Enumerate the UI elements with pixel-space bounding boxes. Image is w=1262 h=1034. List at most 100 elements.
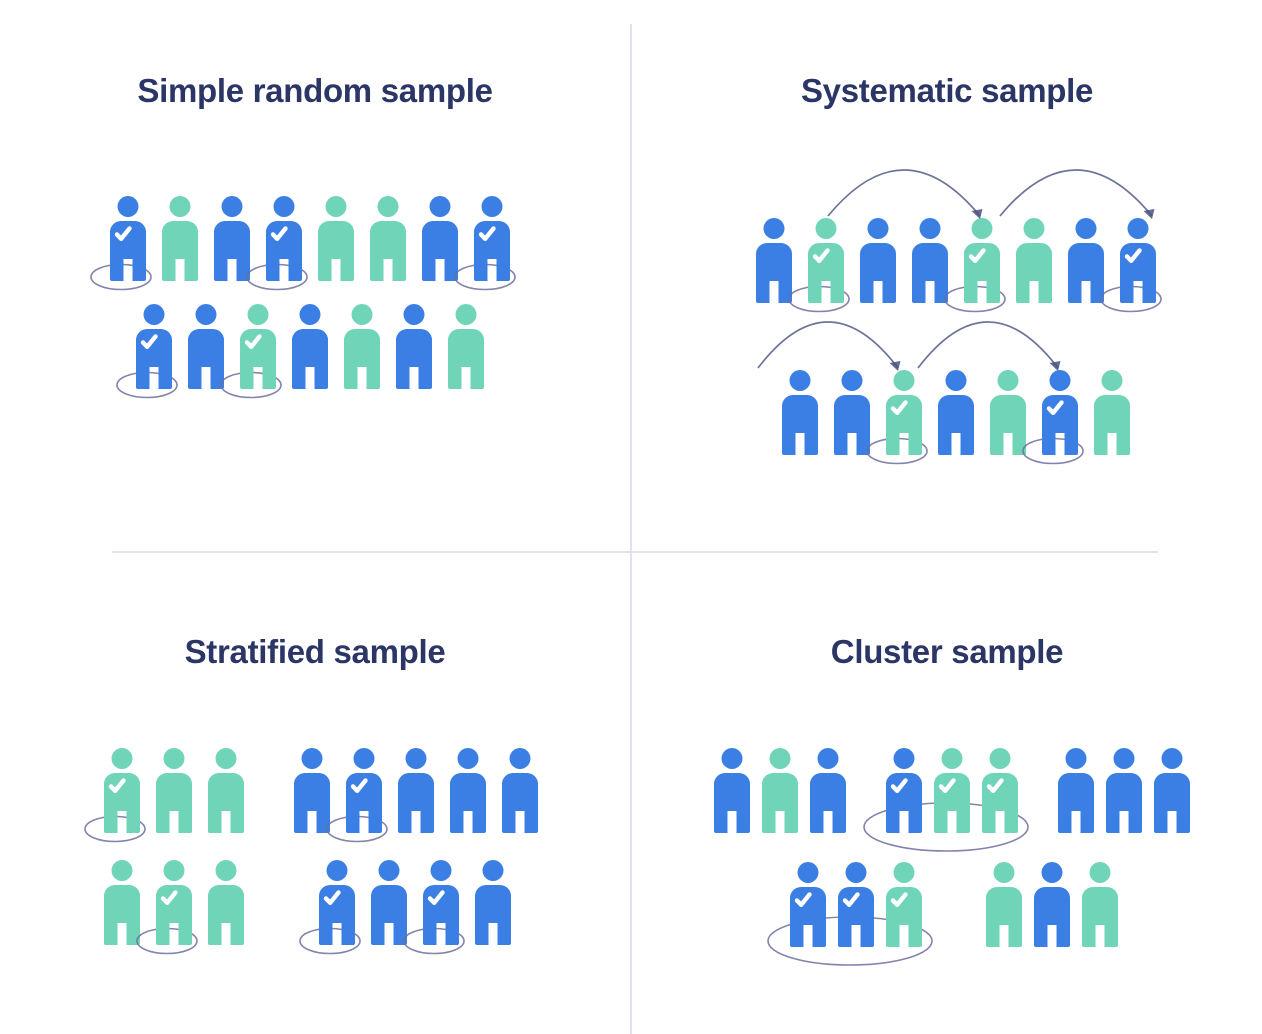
person-head-icon <box>247 304 269 325</box>
person-head-icon <box>789 370 811 391</box>
stratum-group <box>294 748 538 843</box>
person-body <box>756 243 792 303</box>
person-head-icon <box>763 218 785 239</box>
person-head-icon <box>971 218 993 239</box>
checkmark-icon <box>968 248 986 263</box>
person-body <box>1082 887 1118 947</box>
person-figure <box>1106 748 1142 833</box>
person-figure <box>762 748 798 833</box>
person-head-icon <box>326 860 348 881</box>
person-head-icon <box>221 196 243 217</box>
person-figure <box>834 370 870 455</box>
checkmark-icon <box>794 892 812 907</box>
person-figure-selected <box>886 370 922 455</box>
person-figure <box>1154 748 1190 833</box>
panel-title-stratified-sample: Stratified sample <box>184 633 446 670</box>
person-body <box>834 395 870 455</box>
person-figure <box>714 748 750 833</box>
person-body <box>762 773 798 833</box>
figures-cluster <box>714 748 1190 966</box>
person-figure <box>1094 370 1130 455</box>
person-head-icon <box>195 304 217 325</box>
person-body <box>1094 395 1130 455</box>
checkmark-icon <box>938 778 956 793</box>
arrow-curve <box>999 169 1153 217</box>
people-row <box>782 370 1130 465</box>
person-figure <box>810 748 846 833</box>
person-figure <box>938 370 974 455</box>
person-figure <box>162 196 198 281</box>
person-body <box>208 885 244 945</box>
person-figure <box>208 860 244 945</box>
person-body <box>156 773 192 833</box>
person-head-icon <box>163 860 185 881</box>
cluster-group <box>986 862 1118 947</box>
person-body <box>448 329 484 389</box>
checkmark-icon <box>114 226 132 241</box>
person-figure <box>756 218 792 303</box>
person-body <box>1154 773 1190 833</box>
person-head-icon <box>893 862 915 883</box>
person-figure <box>370 196 406 281</box>
person-body <box>104 885 140 945</box>
person-body <box>370 221 406 281</box>
person-head-icon <box>1023 218 1045 239</box>
person-head-icon <box>941 748 963 769</box>
people-row <box>767 862 1118 966</box>
person-figure <box>371 860 407 945</box>
person-head-icon <box>215 748 237 769</box>
person-body <box>318 221 354 281</box>
person-head-icon <box>797 862 819 883</box>
people-row <box>714 748 1190 852</box>
checkmark-icon <box>478 226 496 241</box>
person-head-icon <box>893 370 915 391</box>
person-figure <box>860 218 896 303</box>
checkmark-icon <box>1124 248 1142 263</box>
person-head-icon <box>481 196 503 217</box>
person-body <box>292 329 328 389</box>
person-head-icon <box>482 860 504 881</box>
person-figure-selected <box>240 304 276 389</box>
horizontal-divider <box>112 551 1158 553</box>
figures-stratified <box>84 748 538 955</box>
person-head-icon <box>111 748 133 769</box>
person-head-icon <box>841 370 863 391</box>
person-figure-selected <box>808 218 844 303</box>
person-head-icon <box>351 304 373 325</box>
person-head-icon <box>215 860 237 881</box>
systematic-step-arrow <box>757 321 901 371</box>
person-figure-selected <box>1120 218 1156 303</box>
checkmark-icon <box>160 890 178 905</box>
person-head-icon <box>945 370 967 391</box>
person-figure <box>782 370 818 455</box>
panel-stratified-sample: Stratified sample <box>0 553 630 1034</box>
person-body <box>162 221 198 281</box>
person-figure <box>1068 218 1104 303</box>
people-row <box>90 196 516 291</box>
person-head-icon <box>867 218 889 239</box>
person-head-icon <box>1049 370 1071 391</box>
panel-title-cluster-sample: Cluster sample <box>830 633 1064 670</box>
people-row <box>84 748 538 843</box>
person-body <box>810 773 846 833</box>
vertical-divider <box>630 24 632 1034</box>
person-figure <box>318 196 354 281</box>
arrow-head-icon <box>889 361 901 371</box>
person-figure-selected <box>423 860 459 945</box>
stratum-group <box>104 860 244 955</box>
person-figure-selected <box>266 196 302 281</box>
person-head-icon <box>1113 748 1135 769</box>
people-row <box>756 218 1162 313</box>
person-head-icon <box>919 218 941 239</box>
person-body <box>398 773 434 833</box>
person-head-icon <box>769 748 791 769</box>
person-figure-selected <box>964 218 1000 303</box>
people-row <box>104 860 511 955</box>
checkmark-icon <box>244 334 262 349</box>
person-head-icon <box>817 748 839 769</box>
stratum-group <box>84 748 244 843</box>
person-figure-selected <box>886 862 922 947</box>
checkmark-icon <box>427 890 445 905</box>
person-head-icon <box>997 370 1019 391</box>
